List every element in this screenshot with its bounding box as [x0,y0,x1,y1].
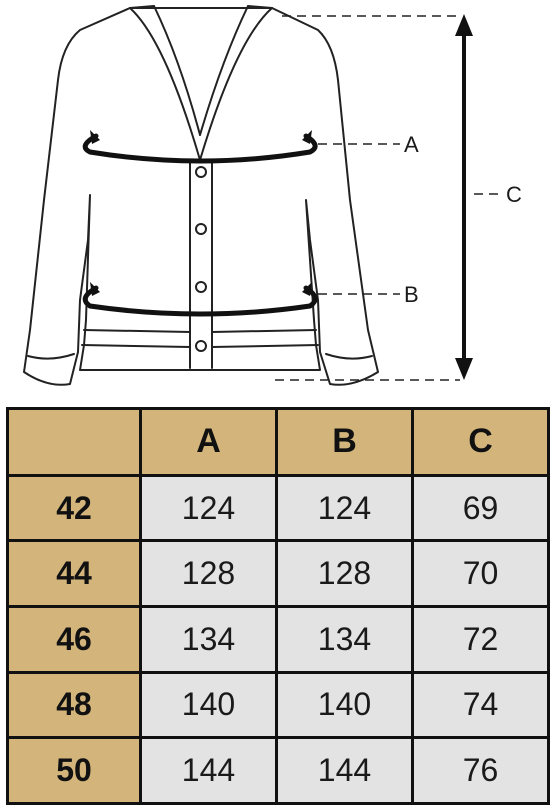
header-c: C [411,407,550,477]
header-a: A [139,407,278,477]
button-2-icon [195,223,207,235]
label-c: C [506,182,522,207]
value-b-cell: 140 [275,670,414,740]
measure-c-arrowhead-top [455,14,473,36]
measure-b-arrowhead-right [302,282,312,296]
value-b-cell: 144 [275,736,414,805]
value-c-cell: 74 [411,670,550,740]
value-b-cell: 124 [275,473,414,543]
value-c-cell: 70 [411,539,550,608]
header-row: A B C [6,407,550,477]
value-c-cell: 72 [411,605,550,674]
value-a-cell: 140 [139,670,278,740]
label-a: A [404,132,419,157]
label-b: B [404,282,419,307]
size-table: A B C 42 124 124 69 44 128 128 70 46 134… [6,407,550,805]
buttons [195,166,207,352]
header-b: B [275,407,414,477]
value-a-cell: 144 [139,736,278,805]
table-row: 46 134 134 72 [6,605,550,674]
size-cell: 48 [6,670,142,740]
value-b-cell: 134 [275,605,414,674]
value-b-cell: 128 [275,539,414,608]
table-row: 48 140 140 74 [6,670,550,740]
size-cell: 42 [6,473,142,543]
table-row: 44 128 128 70 [6,539,550,608]
measure-b-arrowhead-left [90,282,100,296]
value-a-cell: 128 [139,539,278,608]
value-c-cell: 69 [411,473,550,543]
cardigan-outline [23,5,379,386]
cardigan-diagram: A B C [23,5,522,386]
measure-a-arrowhead-right [302,130,312,144]
table-row: 42 124 124 69 [6,473,550,543]
value-c-cell: 76 [411,736,550,805]
button-1-icon [195,166,207,178]
value-a-cell: 124 [139,473,278,543]
measure-c-arrowhead-bottom [455,358,473,380]
value-a-cell: 134 [139,605,278,674]
size-cell: 44 [6,539,142,608]
size-cell: 46 [6,605,142,674]
table-row: 50 144 144 76 [6,736,550,805]
leader-lines [275,15,500,381]
button-4-icon [195,340,207,352]
measure-a-arrowhead-left [90,130,100,144]
header-blank [6,407,142,477]
button-3-icon [195,281,207,293]
measure-a-arrow [82,133,318,164]
size-cell: 50 [6,736,142,805]
measure-b-arrow [82,285,318,317]
